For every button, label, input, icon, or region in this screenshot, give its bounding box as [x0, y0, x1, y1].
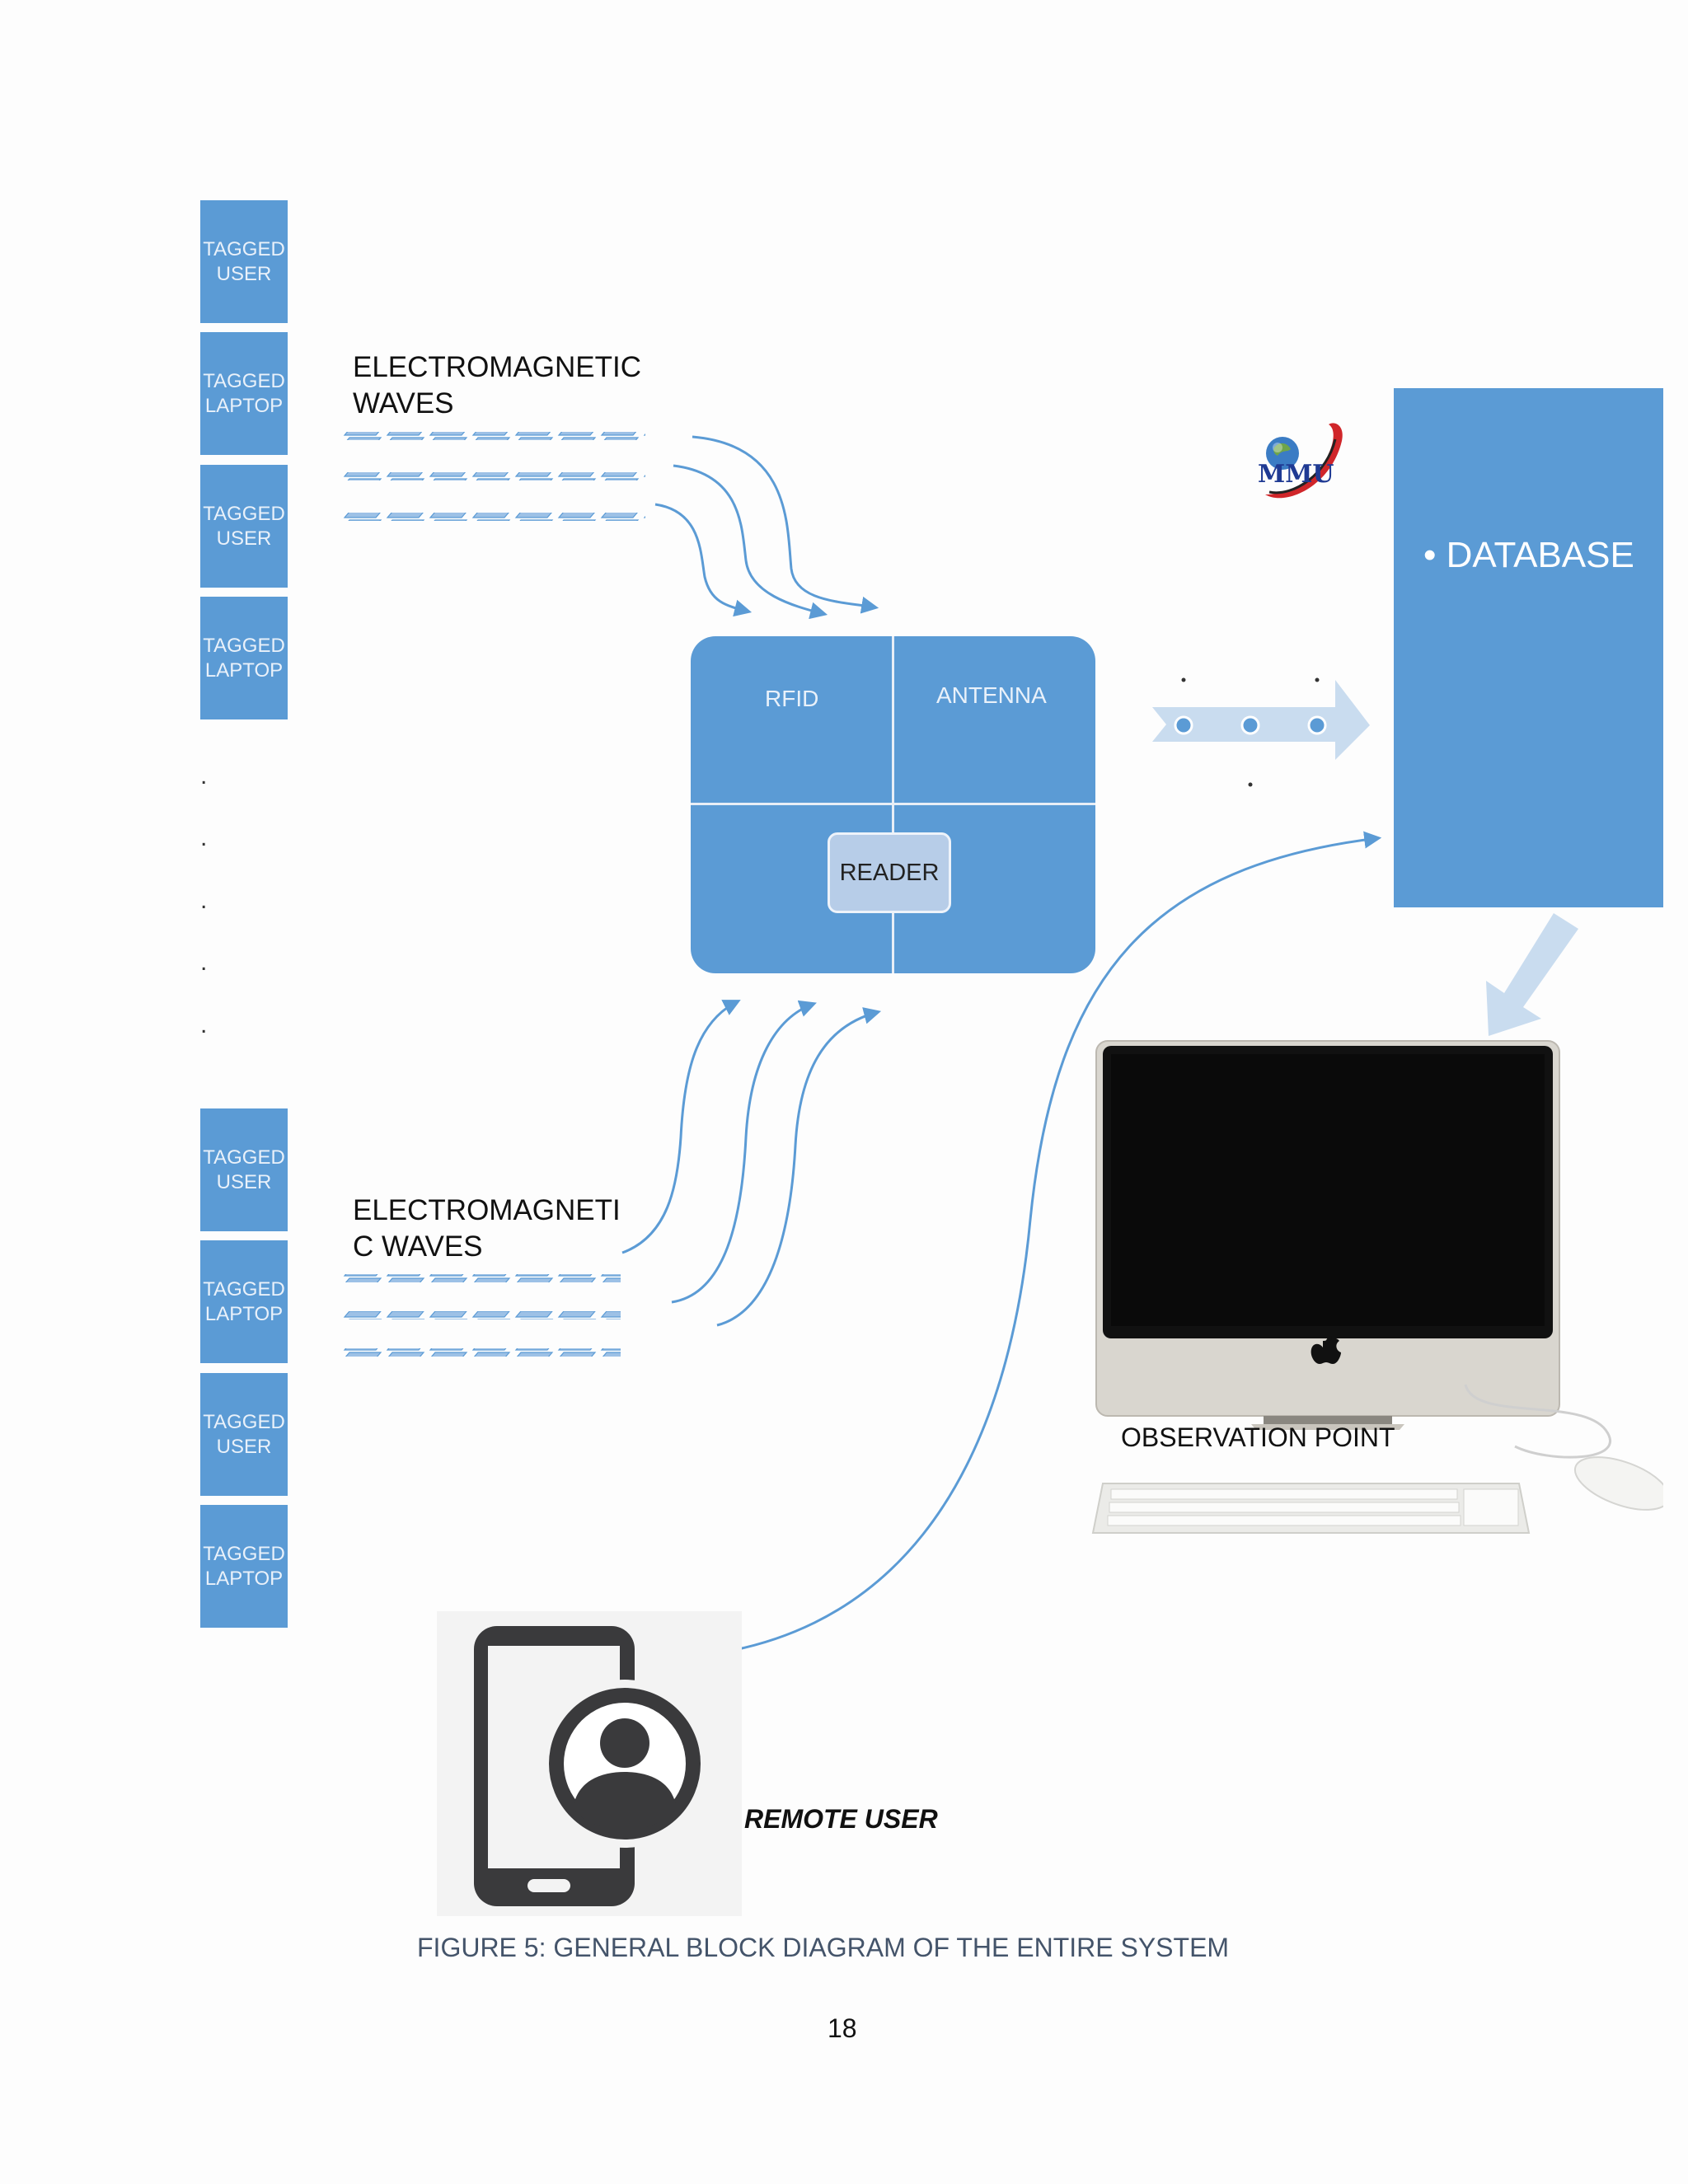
wave-dashes — [340, 513, 645, 521]
wave-arrow — [671, 1000, 817, 1304]
tag-box-line1: TAGGED — [203, 1542, 285, 1565]
database-block: • DATABASE — [1394, 388, 1663, 907]
page-number: 18 — [828, 2013, 857, 2043]
ellipsis-dot: . — [200, 1011, 208, 1038]
ellipsis-dot: . — [200, 949, 208, 976]
ellipsis-dot: . — [200, 824, 208, 851]
database-label: • DATABASE — [1423, 535, 1634, 576]
tag-box-line1: TAGGED — [203, 1410, 285, 1433]
tag-box-line2: LAPTOP — [204, 1302, 284, 1325]
wave-dashes — [340, 472, 645, 480]
reader-label: READER — [828, 832, 951, 913]
remote-user-connection-arrow — [667, 831, 1382, 1660]
em-label-line2: WAVES — [353, 387, 454, 419]
tag-box-line1: TAGGED — [203, 1146, 285, 1169]
wave-dashes — [340, 1348, 621, 1357]
ellipsis-dot: . — [200, 887, 208, 914]
tagged-user-box: TAGGED USER — [200, 1108, 288, 1231]
tag-box-line1: TAGGED — [203, 634, 285, 657]
logo-text: MMU — [1258, 460, 1334, 489]
tag-box-line2: LAPTOP — [204, 394, 284, 417]
tagged-user-box: TAGGED USER — [200, 1373, 288, 1496]
tagged-laptop-box: TAGGED LAPTOP — [200, 597, 288, 719]
tag-box-line2: USER — [216, 262, 272, 285]
tag-box-line1: TAGGED — [203, 369, 285, 392]
wave-arrow — [716, 1007, 882, 1327]
observation-point-label: OBSERVATION POINT — [1121, 1422, 1395, 1452]
rfid-label: RFID — [765, 686, 819, 711]
tagged-laptop-box: TAGGED LAPTOP — [200, 1240, 288, 1363]
tag-box-line2: USER — [216, 1435, 272, 1458]
phone-user-icon — [437, 1611, 742, 1916]
em-waves-label-top: ELECTROMAGNETIC WAVES — [353, 349, 642, 422]
wave-arrow — [654, 503, 753, 617]
em-waves-label-bottom: ELECTROMAGNETI C WAVES — [353, 1193, 633, 1265]
remote-user-label: REMOTE USER — [744, 1804, 938, 1834]
ellipsis-dot: . — [200, 762, 208, 790]
database-to-observation-arrow — [1486, 913, 1578, 1036]
tag-box-line1: TAGGED — [203, 502, 285, 525]
em-label-line2: C WAVES — [353, 1230, 483, 1263]
em-label-line1: ELECTROMAGNETI — [353, 1194, 621, 1226]
figure-caption: FIGURE 5: GENERAL BLOCK DIAGRAM OF THE E… — [417, 1933, 1230, 1962]
rfid-antenna-reader-block: RFID ANTENNA READER — [691, 636, 1095, 973]
tag-box-line1: TAGGED — [203, 237, 285, 260]
bullet: • — [1423, 535, 1437, 575]
tagged-user-box: TAGGED USER — [200, 465, 288, 588]
tagged-user-box: TAGGED USER — [200, 200, 288, 323]
database-text: DATABASE — [1446, 535, 1634, 575]
wave-arrow — [621, 1000, 741, 1254]
block-divider-horizontal — [691, 803, 1095, 805]
computer-illustration — [1091, 1040, 1663, 1534]
wave-dashes — [340, 1311, 621, 1319]
wave-arrow — [692, 435, 879, 614]
tagged-laptop-box: TAGGED LAPTOP — [200, 332, 288, 455]
tag-box-line2: LAPTOP — [204, 1567, 284, 1590]
tag-box-line2: LAPTOP — [204, 658, 284, 682]
tagged-laptop-box: TAGGED LAPTOP — [200, 1505, 288, 1628]
mmu-logo: MMU — [1258, 423, 1343, 499]
em-label-line1: ELECTROMAGNETIC — [353, 351, 642, 383]
data-transfer-arrow — [1152, 677, 1370, 787]
wave-dashes — [340, 432, 645, 440]
tag-box-line2: USER — [216, 527, 272, 550]
antenna-label: ANTENNA — [936, 682, 1047, 708]
wave-dashes — [340, 1274, 621, 1282]
tag-box-line2: USER — [216, 1170, 272, 1193]
wave-arrow — [673, 464, 828, 620]
tag-box-line1: TAGGED — [203, 1277, 285, 1301]
